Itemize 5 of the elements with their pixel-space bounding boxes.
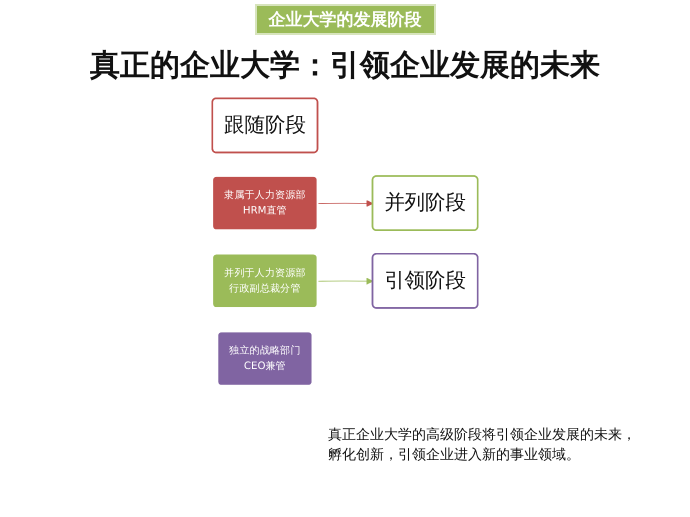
banner-heading: 企业大学的发展阶段 xyxy=(254,4,436,35)
arrow xyxy=(318,278,374,285)
arrow xyxy=(318,200,374,207)
title: 真正的企业大学：引领企业发展的未来 xyxy=(89,47,601,85)
note-text: 真正企业大学的高级阶段将引领企业发展的未来，孵化创新，引领企业进入新的事业领域。 xyxy=(328,426,637,465)
